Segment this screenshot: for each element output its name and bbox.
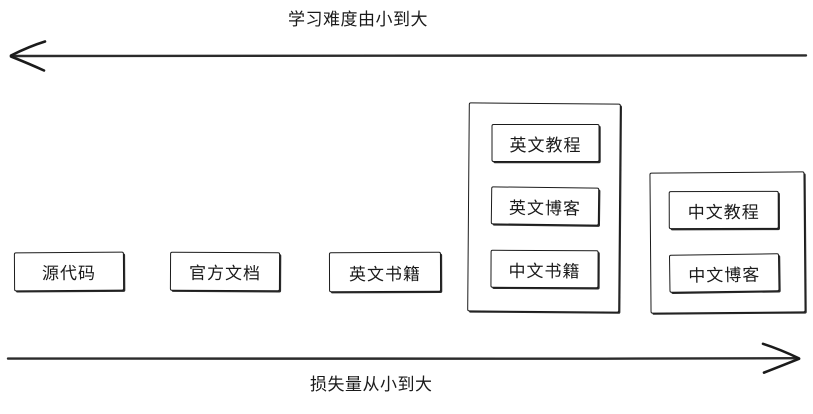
node-english-blog[interactable]: 英文博客	[490, 186, 600, 226]
group-chinese-cluster[interactable]: 中文教程 中文博客	[649, 171, 806, 314]
node-chinese-tutorial[interactable]: 中文教程	[668, 190, 779, 230]
group-english-cluster[interactable]: 英文教程 英文博客 中文书籍	[467, 102, 621, 313]
node-chinese-blog[interactable]: 中文博客	[668, 253, 780, 293]
top-arrow-icon	[9, 40, 808, 72]
top-axis-label: 学习难度由小到大	[288, 10, 428, 30]
node-english-tutorial[interactable]: 英文教程	[491, 124, 600, 163]
node-source-code[interactable]: 源代码	[13, 251, 125, 292]
bottom-axis-label: 损失量从小到大	[310, 375, 433, 395]
bottom-arrow-icon	[6, 342, 801, 374]
node-english-books[interactable]: 英文书籍	[328, 251, 442, 293]
node-chinese-books[interactable]: 中文书籍	[490, 249, 599, 289]
node-official-docs[interactable]: 官方文档	[169, 251, 281, 292]
